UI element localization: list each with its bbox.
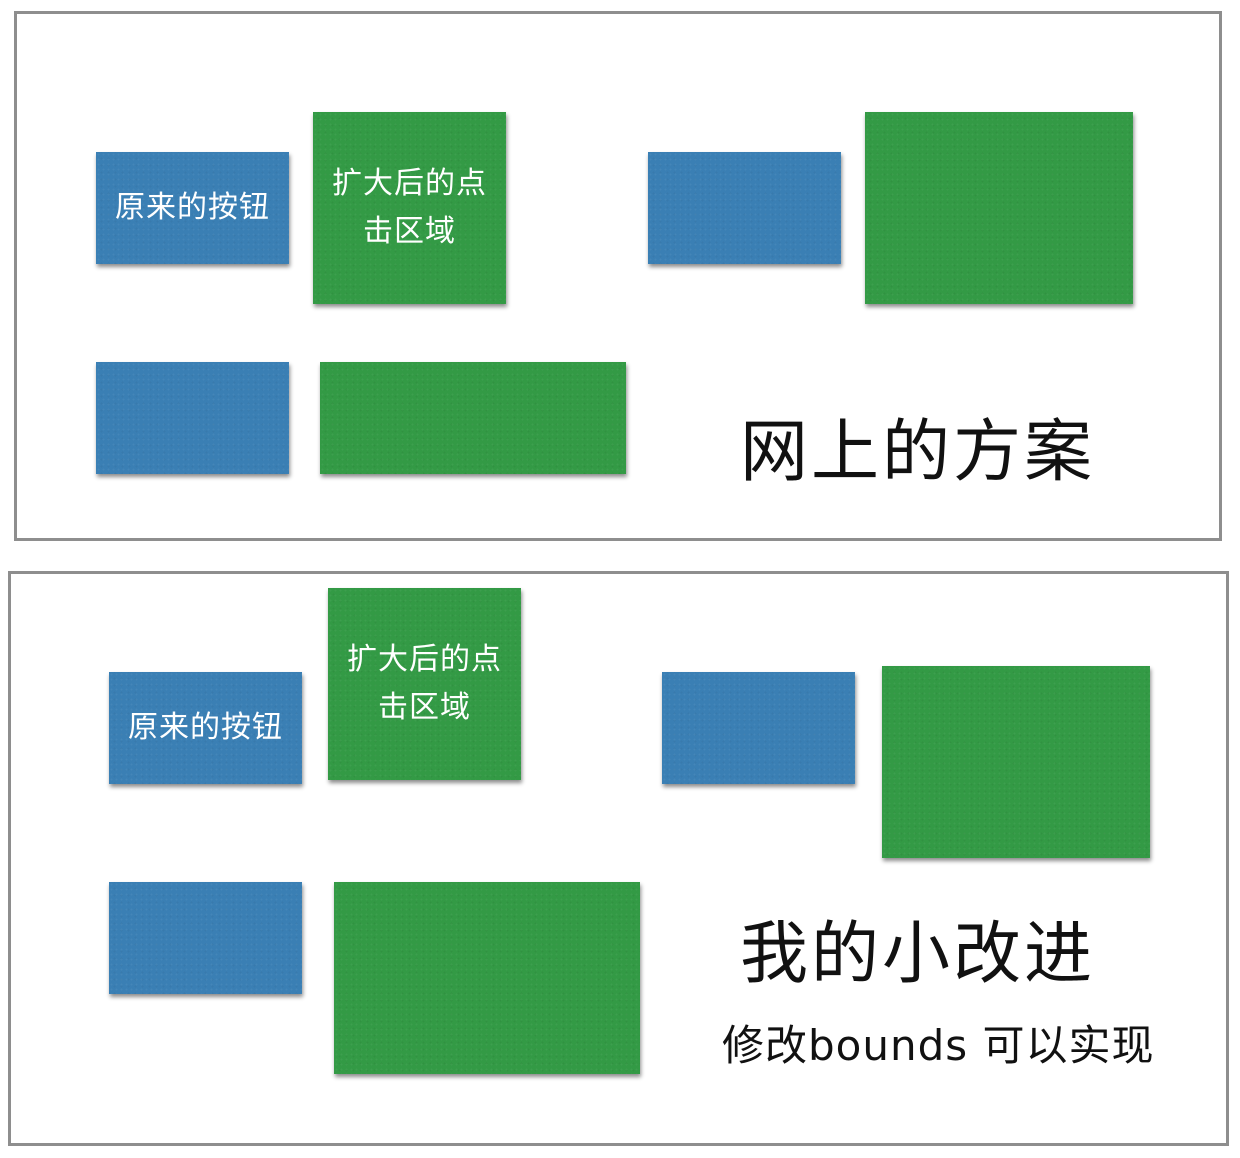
original-button-label: 原来的按钮 <box>128 710 283 745</box>
original-button-example-4: 原来的按钮 <box>109 672 302 784</box>
expanded-area-label: 扩大后的点击区域 <box>332 166 487 249</box>
original-button-example-1: 原来的按钮 <box>96 152 289 264</box>
original-button-example-2 <box>648 152 841 264</box>
my-improvement-title: 我的小改进 <box>740 915 1096 994</box>
expanded-area-example-6 <box>334 882 640 1074</box>
original-button-label: 原来的按钮 <box>115 190 270 225</box>
expanded-area-example-3 <box>320 362 626 474</box>
expanded-area-label: 扩大后的点击区域 <box>347 642 502 725</box>
expanded-area-example-2 <box>865 112 1133 304</box>
original-button-example-6 <box>109 882 302 994</box>
original-button-example-5 <box>662 672 855 784</box>
online-approach-title: 网上的方案 <box>740 413 1096 492</box>
bounds-note: 修改bounds 可以实现 <box>722 1021 1155 1070</box>
original-button-example-3 <box>96 362 289 474</box>
expanded-area-example-1: 扩大后的点击区域 <box>313 112 506 304</box>
expanded-area-example-4: 扩大后的点击区域 <box>328 588 521 780</box>
expanded-area-example-5 <box>882 666 1150 858</box>
